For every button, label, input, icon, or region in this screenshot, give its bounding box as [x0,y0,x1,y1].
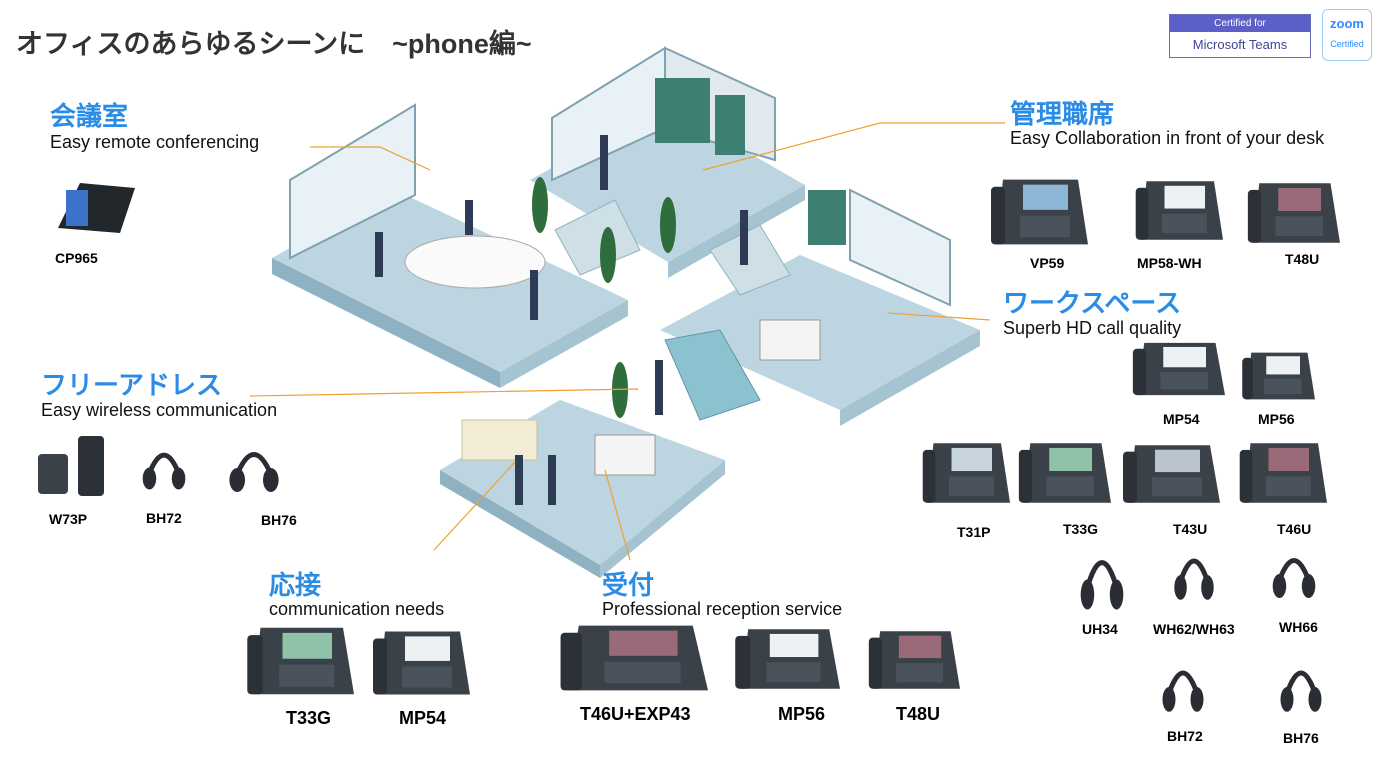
product-label: BH76 [261,512,297,528]
conference-phone-icon [58,183,135,233]
product-label: MP54 [1163,411,1200,427]
teams-badge-bottom: Microsoft Teams [1192,37,1288,52]
product-label: T31P [957,524,991,540]
desk-phone-icon [1242,352,1315,400]
headset-icon [142,452,186,490]
headset-icon [1272,558,1316,598]
product-label: T46U [1277,521,1312,537]
zone-free-address-title: フリーアドレス [41,370,222,400]
zone-workspace-title: ワークスペース [1003,288,1182,318]
zoom-certified-badge: zoom Certified [1322,9,1372,61]
teams-certified-badge: Certified for Microsoft Teams [1169,14,1311,58]
desk-phone-icon [991,179,1088,245]
desk-phone-icon [1239,443,1327,503]
product-label: CP965 [55,250,98,266]
zone-free-address-desc: Easy wireless communication [41,400,278,420]
product-label: T48U [1285,251,1320,267]
product-label: WH62/WH63 [1153,621,1235,637]
zone-reception-title: 受付 [602,570,655,600]
product-label: WH66 [1279,619,1318,635]
desk-phone-icon [1123,445,1220,503]
headset-icon [1174,558,1214,600]
zone-conference-desc: Easy remote conferencing [50,132,260,152]
zone-workspace-desc: Superb HD call quality [1003,318,1182,338]
headset-icon [1080,560,1124,610]
desk-phone-icon [1018,443,1111,503]
zone-reception-desc: Professional reception service [602,599,843,619]
product-label: BH72 [1167,728,1203,744]
desk-phone-icon [735,629,840,689]
zone-reception-room-title: 応接 [269,570,322,600]
product-label: T33G [1063,521,1099,537]
page-title: オフィスのあらゆるシーンに ~phone編~ [16,29,532,59]
product-label: MP58-WH [1137,255,1202,271]
product-label: MP56 [1258,411,1295,427]
desk-phone-icon [1132,342,1225,396]
desk-phone-icon [1135,181,1223,240]
product-label: T48U [896,704,941,724]
headset-icon [229,452,279,492]
product-label: MP54 [399,708,447,728]
zoom-badge-bottom: Certified [1330,39,1364,49]
dect-base-icon [38,454,68,494]
headset-icon [1162,670,1204,712]
product-label: T43U [1173,521,1208,537]
desk-phone-icon [560,625,708,691]
desk-phone-icon [373,631,470,695]
desk-phone-icon [247,627,354,695]
headset-icon [1280,670,1322,712]
zone-management-desc: Easy Collaboration in front of your desk [1010,128,1325,148]
desk-phone-icon [1247,183,1340,243]
product-label: T46U+EXP43 [580,704,691,724]
desk-phone-icon [868,631,960,689]
product-label: BH72 [146,510,182,526]
product-label: T33G [286,708,332,728]
product-label: W73P [49,511,88,527]
dect-phone-icon [78,436,104,496]
zone-conference-title: 会議室 [50,101,129,131]
product-label: BH76 [1283,730,1319,746]
desk-phone-icon [922,443,1010,503]
zone-management-title: 管理職席 [1010,99,1115,129]
product-label: MP56 [778,704,826,724]
zoom-badge-top: zoom [1330,16,1364,31]
product-label: UH34 [1082,621,1118,637]
zone-reception-room-desc: communication needs [269,599,445,619]
teams-badge-top: Certified for [1170,15,1310,32]
product-label: VP59 [1030,255,1065,271]
